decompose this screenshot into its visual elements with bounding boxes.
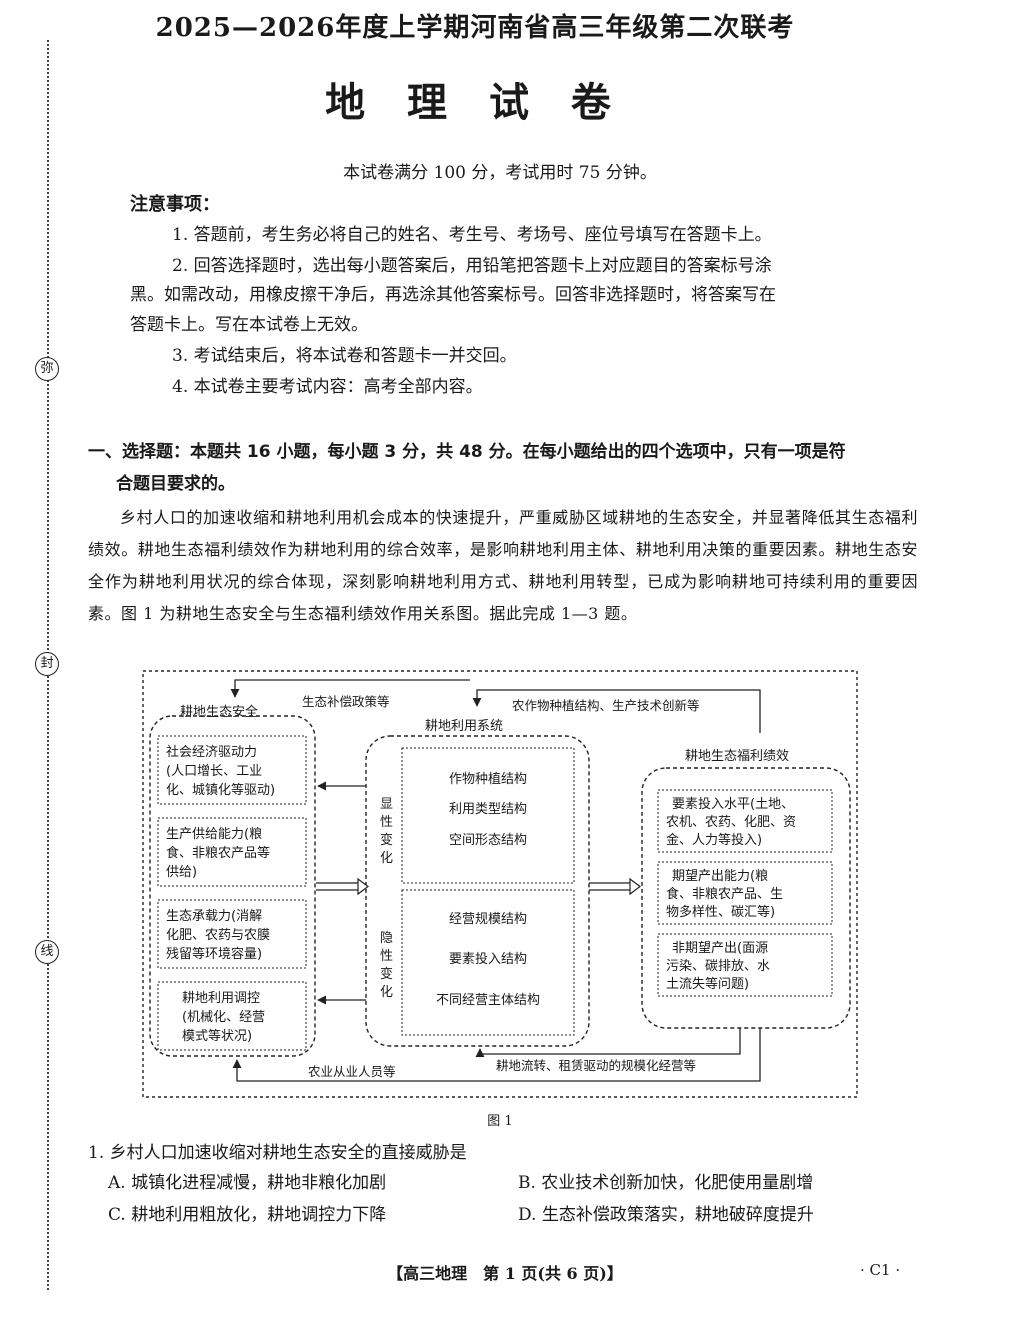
- seal-xian: 线: [35, 940, 59, 964]
- page-footer: 【高三地理 第 1 页(共 6 页)】: [387, 1264, 623, 1283]
- left-box-text: (人口增长、工业: [166, 764, 262, 779]
- center-item: 利用类型结构: [449, 802, 527, 817]
- scale-feedback-arrow: [475, 1028, 741, 1058]
- explicit-char: 性: [380, 815, 393, 830]
- right-box-input: [657, 789, 833, 853]
- center-item: 不同经营主体结构: [436, 993, 540, 1008]
- right-box-text: 土流失等问题): [666, 976, 749, 992]
- left-to-center-hollow-arrow: [316, 877, 369, 896]
- note-item: 2. 回答选择题时，选出每小题答案后，用铅笔把答题卡上对应题目的答案标号涂: [172, 256, 772, 276]
- left-box-text: 模式等状况): [182, 1028, 252, 1044]
- center-item: 空间形态结构: [449, 833, 527, 848]
- option-c[interactable]: C. 耕地利用粗放化，耕地调控力下降: [108, 1205, 387, 1225]
- bottom-feedback-arrow: [232, 1028, 761, 1082]
- left-box-text: (机械化、经营: [182, 1010, 265, 1025]
- section-heading-line: 一、选择题：本题共 16 小题，每小题 3 分，共 48 分。在每小题给出的四个…: [88, 442, 846, 462]
- tech-feedback-arrow: [472, 689, 761, 733]
- center-box-explicit: [401, 747, 575, 884]
- section-heading-line: 合题目要求的。: [116, 474, 235, 494]
- implicit-char: 化: [380, 985, 393, 1000]
- section-heading: 一、选择题：本题共 16 小题，每小题 3 分，共 48 分。在每小题给出的四个…: [88, 436, 918, 500]
- seal-mi: 弥: [35, 357, 59, 381]
- option-d[interactable]: D. 生态补偿政策落实，耕地破碎度提升: [518, 1205, 814, 1225]
- left-box-supply: [157, 817, 307, 887]
- left-box-text: 化肥、农药与农膜: [166, 928, 270, 943]
- relation-diagram: 生态补偿政策等 农作物种植结构、生产技术创新等 耕地生态安全 社会经济驱动力 (…: [142, 670, 858, 1098]
- left-box-text: 食、非粮农产品等: [166, 845, 270, 861]
- left-box-text: 供给): [166, 865, 197, 880]
- figure-caption: 图 1: [487, 1114, 513, 1129]
- left-group-frame: [149, 715, 316, 1057]
- page-title: 地 理 试 卷: [325, 79, 625, 126]
- explicit-char: 化: [380, 851, 393, 866]
- note-item: 1. 答题前，考生务必将自己的姓名、考生号、考场号、座位号填写在答题卡上。: [172, 225, 772, 245]
- option-b[interactable]: B. 农业技术创新加快，化肥使用量剧增: [518, 1173, 814, 1193]
- explicit-char: 显: [380, 797, 393, 812]
- implicit-char: 性: [380, 949, 393, 964]
- center-to-right-hollow-arrow: [589, 877, 641, 896]
- left-box-capacity: [157, 899, 307, 969]
- tech-label: 农作物种植结构、生产技术创新等: [512, 698, 700, 713]
- right-group-title: 耕地生态福利绩效: [685, 748, 789, 764]
- left-box-text: 社会经济驱动力: [166, 744, 257, 760]
- center-item: 作物种植结构: [449, 772, 527, 787]
- implicit-char: 隐: [380, 931, 393, 946]
- right-box-text: 物多样性、碳汇等): [666, 904, 775, 920]
- left-box-text: 生态承载力(消解: [166, 909, 262, 924]
- note-item: 黑。如需改动，用橡皮擦干净后，再选涂其他答案标号。回答非选择题时，将答案写在: [130, 285, 776, 305]
- center-item: 经营规模结构: [449, 912, 527, 927]
- center-group-frame: [365, 735, 590, 1047]
- note-item: 3. 考试结束后，将本试卷和答题卡一并交回。: [172, 346, 517, 366]
- outer-dashed-frame: [142, 670, 858, 1098]
- bottom-left-label: 农业从业人员等: [308, 1064, 396, 1079]
- note-item: 4. 本试卷主要考试内容：高考全部内容。: [172, 377, 483, 397]
- left-box-regulation: [157, 981, 307, 1051]
- right-box-text: 要素投入水平(土地、: [672, 796, 794, 812]
- right-box-undesired: [657, 933, 833, 997]
- bottom-right-label: 耕地流转、租赁驱动的规模化经营等: [496, 1058, 696, 1073]
- right-box-text: 金、人力等投入): [666, 832, 762, 848]
- notes-title: 注意事项：: [130, 194, 220, 215]
- right-box-text: 污染、碳排放、水: [666, 959, 770, 974]
- explicit-char: 变: [380, 832, 393, 848]
- right-box-text: 非期望产出(面源: [672, 940, 768, 956]
- implicit-char: 变: [380, 966, 393, 982]
- left-box-text: 生产供给能力(粮: [166, 827, 262, 842]
- option-a[interactable]: A. 城镇化进程减慢，耕地非粮化加剧: [108, 1173, 387, 1193]
- right-box-text: 农机、农药、化肥、资: [666, 815, 796, 830]
- center-group-title: 耕地利用系统: [425, 718, 503, 734]
- question-1-stem: 1. 乡村人口加速收缩对耕地生态安全的直接威胁是: [88, 1143, 467, 1163]
- right-group-frame: [641, 767, 851, 1029]
- left-box-text: 残留等环境容量): [166, 946, 262, 962]
- note-item: 答题卡上。写在本试卷上无效。: [130, 315, 368, 335]
- left-box-driver: [157, 735, 307, 805]
- right-box-text: 食、非粮农产品、生: [666, 886, 783, 902]
- seal-feng: 封: [35, 652, 59, 676]
- center-item: 要素投入结构: [449, 951, 527, 967]
- exam-info: 本试卷满分 100 分，考试用时 75 分钟。: [343, 163, 657, 183]
- right-box-desired: [657, 861, 833, 925]
- left-box-text: 化、城镇化等驱动): [166, 782, 275, 798]
- paper-code: · C1 ·: [860, 1261, 901, 1279]
- policy-feedback-arrow: [230, 679, 470, 698]
- policy-label: 生态补偿政策等: [302, 694, 390, 709]
- exam-header-cropped: 2025—2026年度上学期河南省高三年级第二次联考: [155, 13, 795, 43]
- center-box-implicit: [401, 889, 575, 1036]
- left-box-text: 耕地利用调控: [182, 990, 260, 1006]
- right-box-text: 期望产出能力(粮: [672, 868, 768, 884]
- left-group-title: 耕地生态安全: [180, 704, 258, 720]
- reading-passage: 乡村人口的加速收缩和耕地利用机会成本的快速提升，严重威胁区域耕地的生态安全，并显…: [88, 508, 918, 623]
